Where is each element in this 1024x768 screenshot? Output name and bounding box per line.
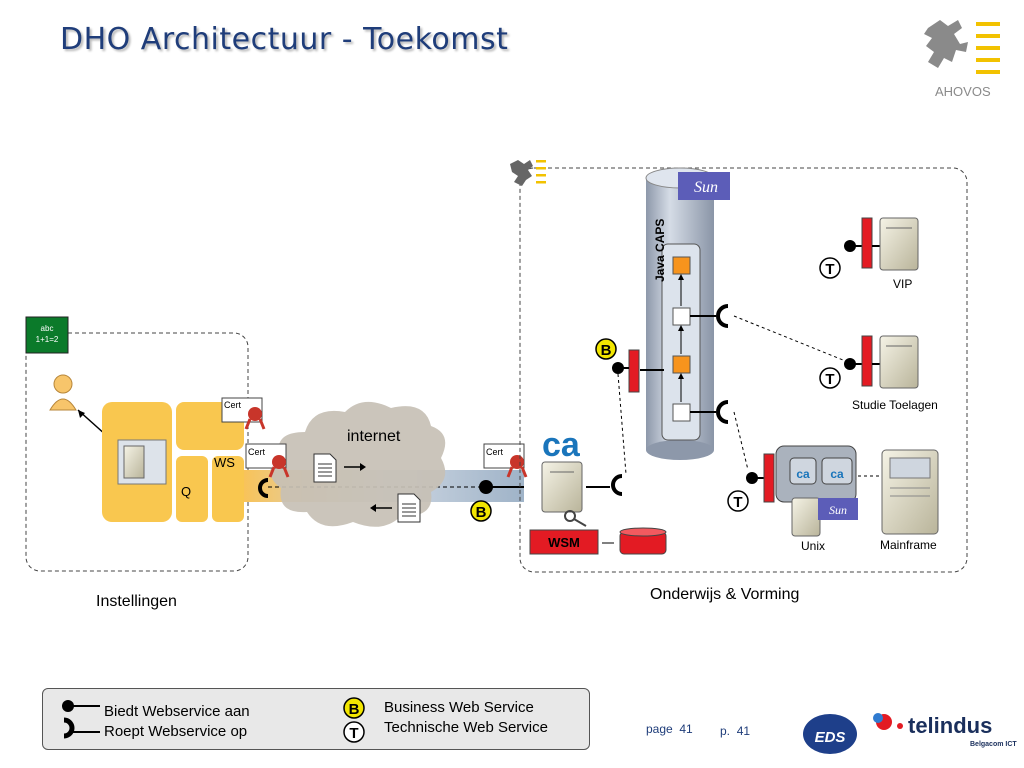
business-badge: B [470,500,492,522]
svg-text:ca: ca [796,467,810,481]
studie-label: Studie Toelagen [852,398,938,412]
technical-badge-studie: T [819,367,841,389]
legend-business: Business Web Service [384,699,534,716]
cert-badge-2: Cert [245,443,290,478]
svg-text:B: B [601,342,612,359]
mainframe-label: Mainframe [880,538,937,552]
svg-text:T: T [825,261,834,278]
ahovos-logo: AHOVOS [924,20,1000,99]
ca-logo: ca [542,426,581,464]
svg-text:Sun: Sun [694,179,718,196]
svg-text:B: B [349,701,360,718]
mainframe-server: Mainframe [880,449,939,552]
vip-label: VIP [893,277,912,291]
svg-text:T: T [825,371,834,388]
legend-technical: Technische Web Service [384,719,548,736]
instellingen-label: Instellingen [96,593,177,610]
calculator-icon: abc 1+1=2 [25,316,69,354]
svg-text:EDS: EDS [815,729,846,746]
svg-text:telindus: telindus [908,713,992,738]
business-badge-2: B [595,338,617,360]
svg-text:B: B [476,504,487,521]
ws-consumer-socket [258,478,269,498]
cylinder-provider-gate [628,349,640,393]
vip-server: VIP [844,217,919,291]
internet-label: internet [347,428,401,445]
document-icon-2 [397,493,421,523]
svg-text:Cert: Cert [248,447,266,457]
legend [42,688,590,750]
page-number: page 41 [646,722,693,736]
java-caps-cylinder: Java CAPS [645,167,715,460]
legend-provides: Biedt Webservice aan [104,703,250,720]
ws-label: WS [214,455,235,470]
onderwijs-label: Onderwijs & Vorming [650,586,799,603]
lion-flag-icon [924,20,1000,74]
adapter-icon-2 [672,403,691,422]
small-lion-icon [510,160,546,186]
svg-text:Sun: Sun [829,503,847,517]
svg-text:Belgacom ICT: Belgacom ICT [970,741,1017,748]
java-caps-label: Java CAPS [653,219,667,282]
wsm-component: WSM [529,527,667,555]
cert-badge-3: Cert [483,443,528,478]
user-icon [49,374,77,411]
legend-calls: Roept Webservice op [104,723,248,740]
svg-text:T: T [349,725,358,742]
ca-gateway-server: ca [541,426,587,527]
page-title: DHO Architectuur - Toekomst [60,22,509,57]
unix-label: Unix [801,539,825,553]
legend-symbols: B T [62,697,365,743]
technical-badge-vip: T [819,257,841,279]
svg-text:1+1=2: 1+1=2 [36,335,59,344]
adapter-icon [672,307,691,326]
cert-badge-1: Cert [221,397,266,430]
svg-text:Cert: Cert [224,400,242,410]
wsm-label: WSM [548,535,580,550]
svg-text:abc: abc [41,324,54,333]
instellingen-app [102,402,244,522]
eds-logo: EDS [803,714,857,754]
document-icon [313,453,337,483]
technical-badge-unix: T [727,490,749,512]
logo-text: AHOVOS [935,84,991,99]
sun-logo: Sun [678,172,730,200]
studie-toelagen-server: Studie Toelagen [844,335,938,412]
telindus-logo: telindus Belgacom ICT [873,713,1017,748]
page-number-2: p. 41 [720,724,751,738]
unix-consumer-socket [716,400,729,424]
ca-consumer-socket [611,474,623,496]
q-label: Q [181,484,191,499]
svg-text:T: T [733,494,742,511]
vip-consumer-socket [716,304,729,328]
unix-server: ca ca Sun Unix [746,445,858,553]
svg-text:ca: ca [830,467,844,481]
svg-text:Cert: Cert [486,447,504,457]
footer-logos: EDS telindus Belgacom ICT [803,713,1017,754]
key-icon [564,510,576,522]
